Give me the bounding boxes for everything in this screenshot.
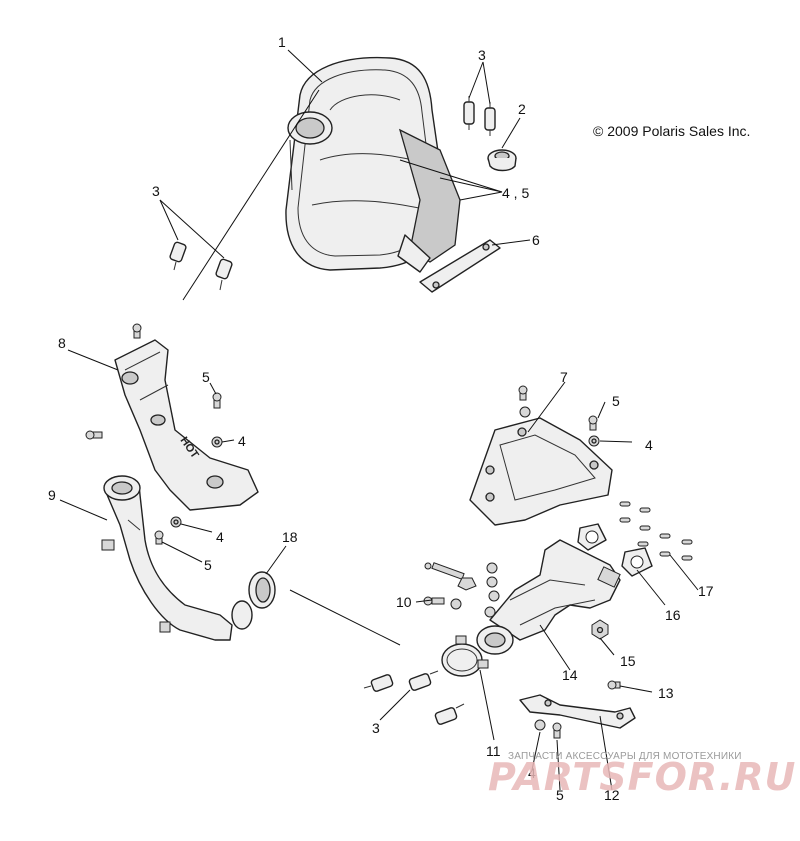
watermark: ЗАПЧАСТИ АКСЕССУАРЫ ДЛЯ МОТОТЕХНИКИ PART… (488, 751, 796, 799)
callout-4-bracket: 4 (528, 765, 536, 781)
callout-5-pipe: 5 (204, 557, 212, 573)
bracket-part-6 (419, 239, 501, 293)
studs-part-17 (619, 501, 693, 561)
callout-3-left: 3 (152, 183, 160, 199)
callout-7: 7 (560, 369, 568, 385)
muffler-part-1 (285, 56, 461, 273)
callout-13: 13 (658, 685, 674, 701)
callout-11: 11 (486, 743, 501, 759)
heat-shield-part-8: HOT (114, 339, 259, 511)
watermark-tagline: ЗАПЧАСТИ АКСЕССУАРЫ ДЛЯ МОТОТЕХНИКИ (508, 751, 742, 762)
callout-6: 6 (532, 232, 540, 248)
callout-9: 9 (48, 487, 56, 503)
exhaust-manifold-part-14 (476, 539, 621, 655)
callout-8: 8 (58, 335, 66, 351)
leader-lines (59, 49, 699, 791)
callout-4-shield: 4 (238, 433, 246, 449)
callout-14: 14 (562, 667, 578, 683)
watermark-logo: PARTSFOR.RU (488, 755, 796, 799)
spring-part-3-bottom (363, 670, 465, 725)
spring-part-3-left (169, 241, 233, 291)
callout-18: 18 (282, 529, 298, 545)
exhaust-pipe-part-9 (101, 475, 253, 641)
callout-5-bracket: 5 (556, 787, 564, 803)
clamp-part-11 (441, 635, 489, 677)
callout-4-5-muffler: 4 , 5 (502, 185, 529, 201)
nut-part-15 (591, 619, 609, 640)
copyright-text: © 2009 Polaris Sales Inc. (593, 123, 750, 139)
callout-labels: 1 3 2 3 4 , 5 6 8 5 4 9 4 5 18 7 5 4 10 … (48, 34, 714, 803)
callout-15: 15 (620, 653, 636, 669)
callout-5-shield: 5 (202, 369, 210, 385)
sensor-part-10 (423, 562, 500, 618)
callout-3-bottom: 3 (372, 720, 380, 736)
spring-part-3-top (463, 96, 496, 136)
callout-12: 12 (604, 787, 620, 803)
callout-4-pipe: 4 (216, 529, 224, 545)
callout-10: 10 (396, 594, 412, 610)
callout-17: 17 (698, 583, 714, 599)
bracket-part-12 (519, 694, 636, 729)
callout-3-top: 3 (478, 47, 486, 63)
callout-1: 1 (278, 34, 286, 50)
seal-ring-part-18 (248, 571, 276, 609)
manifold-shield-part-7 (469, 417, 613, 526)
fasteners-bracket (534, 680, 621, 739)
callout-5-manifold-shield: 5 (612, 393, 620, 409)
callout-16: 16 (665, 607, 681, 623)
gaskets-part-16 (577, 523, 653, 577)
callout-2: 2 (518, 101, 526, 117)
callout-4-manifold-shield: 4 (645, 437, 653, 453)
fasteners-manifold-shield (518, 385, 600, 447)
fasteners-shield (85, 323, 223, 545)
grommet-part-2 (487, 149, 517, 172)
